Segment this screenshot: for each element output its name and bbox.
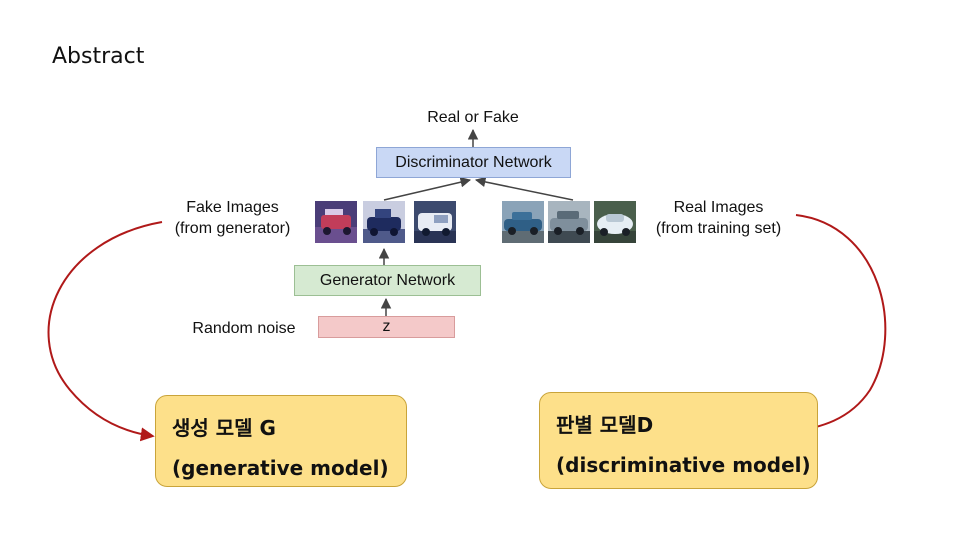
generative-model-subtitle: (generative model) <box>172 456 389 480</box>
generator-network-label: Generator Network <box>319 271 456 289</box>
real-images-title: Real Images <box>673 199 764 216</box>
real-image-thumbnail <box>502 201 544 243</box>
noise-vector-label: z <box>382 318 391 335</box>
fake-image-thumbnail <box>363 201 405 243</box>
slide-title: Abstract <box>52 44 145 69</box>
fake-image-thumbnail <box>315 201 357 243</box>
discriminative-model-subtitle: (discriminative model) <box>556 453 811 477</box>
arrow-fake-to-disc <box>383 177 472 201</box>
random-noise-label: Random noise <box>192 320 296 337</box>
red-arrow-right <box>787 214 887 438</box>
discriminator-network-box: Discriminator Network <box>376 147 571 178</box>
output-label: Real or Fake <box>427 109 519 126</box>
fake-images-label: Fake Images (from generator) <box>155 197 310 239</box>
generator-network-box: Generator Network <box>294 265 481 296</box>
red-arrow-left <box>47 221 163 442</box>
discriminative-model-title: 판별 모델D <box>556 413 654 437</box>
generative-model-callout: 생성 모델 G (generative model) <box>155 395 407 487</box>
discriminator-network-label: Discriminator Network <box>395 153 552 171</box>
real-images-label: Real Images (from training set) <box>640 197 797 239</box>
fake-images-title: Fake Images <box>186 199 279 216</box>
real-image-thumbnail <box>594 201 636 243</box>
arrow-real-to-disc <box>474 176 574 201</box>
fake-images-subtitle: (from generator) <box>174 220 291 237</box>
generative-model-title: 생성 모델 G <box>172 416 276 440</box>
real-images-subtitle: (from training set) <box>655 220 782 237</box>
fake-image-thumbnail <box>414 201 456 243</box>
noise-vector-box: z <box>318 316 455 338</box>
discriminative-model-callout: 판별 모델D (discriminative model) <box>539 392 818 489</box>
real-image-thumbnail <box>548 201 590 243</box>
